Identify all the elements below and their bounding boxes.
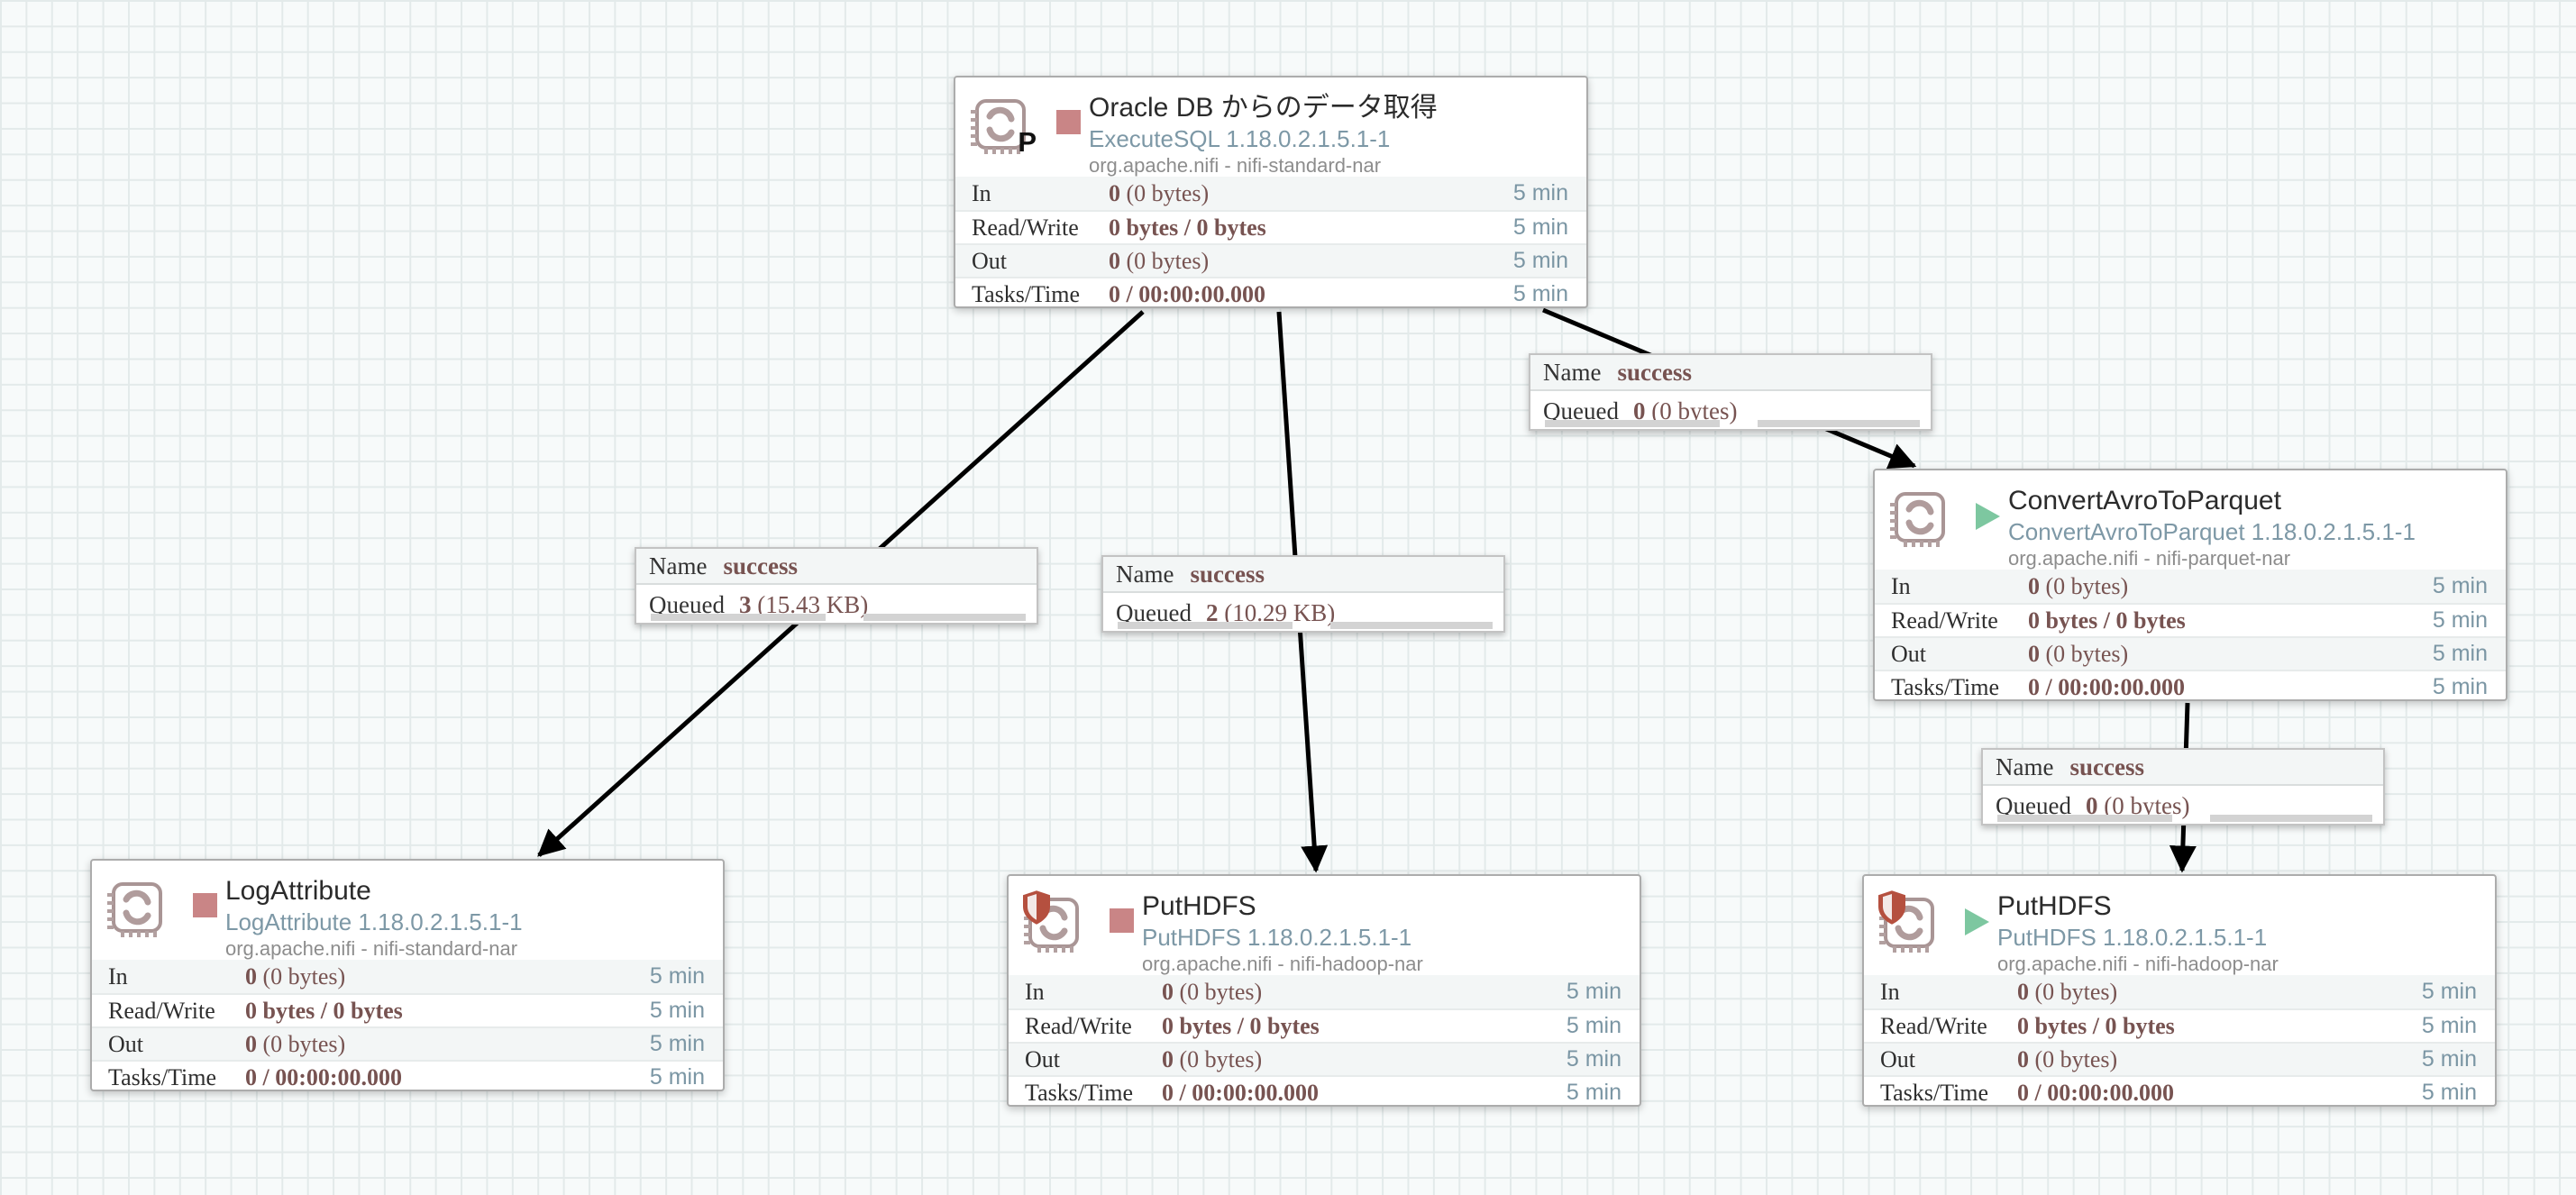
swirl-icon xyxy=(986,106,1015,142)
stamp-hatch-bottom xyxy=(984,148,1022,154)
processor-type: ExecuteSQL 1.18.0.2.1.5.1-1 xyxy=(1089,125,1391,152)
stat-row-in: In 0 (0 bytes) 5 min xyxy=(1875,570,2506,603)
swirl-icon xyxy=(123,889,151,926)
queue-size-percent-bar xyxy=(1758,420,1920,427)
processor-type: PutHDFS 1.18.0.2.1.5.1-1 xyxy=(1142,924,1412,951)
processor-name: PutHDFS xyxy=(1142,891,1256,921)
processor-bundle: org.apache.nifi - nifi-standard-nar xyxy=(1089,154,1382,177)
processor-convertavrotoparquet[interactable]: ConvertAvroToParquet ConvertAvroToParque… xyxy=(1873,469,2507,701)
stat-row-in: In 0 (0 bytes) 5 min xyxy=(955,177,1586,210)
queued-label: Queued xyxy=(1116,598,1192,626)
queued-value: 0 (0 bytes) xyxy=(1632,397,1738,424)
queue-size-percent-bar xyxy=(863,614,1026,621)
running-state-icon xyxy=(1965,908,1989,935)
restricted-shield-icon xyxy=(1023,890,1050,925)
processor-stamp-icon xyxy=(1023,890,1079,953)
primary-node-badge: P xyxy=(1018,126,1037,158)
processor-stamp-icon xyxy=(1878,890,1934,953)
connection-name-value: success xyxy=(1190,560,1265,588)
processor-bundle: org.apache.nifi - nifi-hadoop-nar xyxy=(1997,953,2279,975)
stat-row-readwrite: Read/Write 0 bytes / 0 bytes 5 min xyxy=(92,993,723,1026)
queued-value: 3 (15.43 KB) xyxy=(738,590,869,618)
queued-label: Queued xyxy=(649,590,725,618)
connection-name-label: Name xyxy=(649,552,708,579)
processor-bundle: org.apache.nifi - nifi-hadoop-nar xyxy=(1142,953,1423,975)
stat-row-in: In 0 (0 bytes) 5 min xyxy=(1864,975,2495,1008)
queue-size-percent-bar xyxy=(1330,622,1493,629)
connection-name-label: Name xyxy=(1996,753,2054,780)
stamp-hatch-left xyxy=(1890,503,1896,541)
processor-puthdfs-stopped[interactable]: PutHDFS PutHDFS 1.18.0.2.1.5.1-1 org.apa… xyxy=(1007,874,1641,1107)
stat-row-taskstime: Tasks/Time 0 / 00:00:00.000 5 min xyxy=(955,277,1586,310)
processor-type: ConvertAvroToParquet 1.18.0.2.1.5.1-1 xyxy=(2008,518,2416,545)
stat-row-out: Out 0 (0 bytes) 5 min xyxy=(1864,1042,2495,1075)
stat-row-out: Out 0 (0 bytes) 5 min xyxy=(1009,1042,1640,1075)
processor-name: Oracle DB からのデータ取得 xyxy=(1089,93,1438,123)
processor-executesql-oracle[interactable]: P Oracle DB からのデータ取得 ExecuteSQL 1.18.0.2… xyxy=(954,76,1588,308)
stat-row-taskstime: Tasks/Time 0 / 00:00:00.000 5 min xyxy=(1864,1075,2495,1108)
processor-bundle: org.apache.nifi - nifi-standard-nar xyxy=(225,937,518,960)
processor-stamp-icon xyxy=(107,882,162,937)
restricted-shield-icon xyxy=(1878,890,1905,925)
stamp-hatch-left xyxy=(1024,908,1030,946)
queued-value: 2 (10.29 KB) xyxy=(1205,598,1336,626)
processor-bundle: org.apache.nifi - nifi-parquet-nar xyxy=(2008,547,2291,570)
processor-name: LogAttribute xyxy=(225,876,371,906)
stamp-hatch-left xyxy=(1879,908,1886,946)
queued-value: 0 (0 bytes) xyxy=(2085,791,2190,819)
stat-row-taskstime: Tasks/Time 0 / 00:00:00.000 5 min xyxy=(92,1060,723,1093)
connection-name-label: Name xyxy=(1116,560,1174,588)
stamp-hatch-bottom xyxy=(1037,946,1075,953)
stat-row-readwrite: Read/Write 0 bytes / 0 bytes 5 min xyxy=(1875,603,2506,636)
stopped-state-icon xyxy=(1056,110,1081,134)
stamp-hatch-bottom xyxy=(1893,946,1931,953)
processor-type: LogAttribute 1.18.0.2.1.5.1-1 xyxy=(225,908,523,935)
connection-name-value: success xyxy=(723,552,798,579)
processor-puthdfs-running[interactable]: PutHDFS PutHDFS 1.18.0.2.1.5.1-1 org.apa… xyxy=(1862,874,2497,1107)
connection-name-value: success xyxy=(1617,358,1692,386)
processor-name: ConvertAvroToParquet xyxy=(2008,486,2281,515)
stat-row-out: Out 0 (0 bytes) 5 min xyxy=(92,1026,723,1060)
connection-name-label: Name xyxy=(1543,358,1602,386)
queue-size-percent-bar xyxy=(2210,815,2372,822)
connection-label-success-queued-2[interactable]: Name success Queued 2 (10.29 KB) xyxy=(1101,555,1505,633)
processor-name: PutHDFS xyxy=(1997,891,2112,921)
stat-row-taskstime: Tasks/Time 0 / 00:00:00.000 5 min xyxy=(1009,1075,1640,1108)
swirl-icon xyxy=(1905,499,1934,535)
queue-count-percent-bar xyxy=(651,614,826,621)
queued-label: Queued xyxy=(1996,791,2071,819)
connection-label-success-queued-0-top[interactable]: Name success Queued 0 (0 bytes) xyxy=(1529,353,1932,431)
stamp-hatch-left xyxy=(971,110,977,148)
stat-row-readwrite: Read/Write 0 bytes / 0 bytes 5 min xyxy=(1009,1008,1640,1042)
stat-row-readwrite: Read/Write 0 bytes / 0 bytes 5 min xyxy=(955,210,1586,243)
connection-label-success-queued-0-right[interactable]: Name success Queued 0 (0 bytes) xyxy=(1981,748,2385,826)
queue-count-percent-bar xyxy=(1997,815,2172,822)
queue-count-percent-bar xyxy=(1545,420,1720,427)
stamp-hatch-bottom xyxy=(1904,541,1941,547)
connection-label-success-queued-3[interactable]: Name success Queued 3 (15.43 KB) xyxy=(635,547,1038,625)
connection-name-value: success xyxy=(2069,753,2144,780)
stat-row-in: In 0 (0 bytes) 5 min xyxy=(1009,975,1640,1008)
stat-row-out: Out 0 (0 bytes) 5 min xyxy=(1875,636,2506,670)
stopped-state-icon xyxy=(1110,908,1134,933)
stopped-state-icon xyxy=(193,893,217,917)
running-state-icon xyxy=(1976,503,2000,530)
processor-logattribute[interactable]: LogAttribute LogAttribute 1.18.0.2.1.5.1… xyxy=(90,859,725,1091)
processor-type: PutHDFS 1.18.0.2.1.5.1-1 xyxy=(1997,924,2268,951)
stat-row-in: In 0 (0 bytes) 5 min xyxy=(92,960,723,993)
processor-stamp-icon: P xyxy=(971,99,1037,158)
stamp-hatch-bottom xyxy=(121,931,159,937)
stat-row-taskstime: Tasks/Time 0 / 00:00:00.000 5 min xyxy=(1875,670,2506,703)
stamp-hatch-left xyxy=(107,893,114,931)
stat-row-readwrite: Read/Write 0 bytes / 0 bytes 5 min xyxy=(1864,1008,2495,1042)
processor-stamp-icon xyxy=(1890,492,1945,547)
stat-row-out: Out 0 (0 bytes) 5 min xyxy=(955,243,1586,277)
queue-count-percent-bar xyxy=(1118,622,1293,629)
queued-label: Queued xyxy=(1543,397,1619,424)
